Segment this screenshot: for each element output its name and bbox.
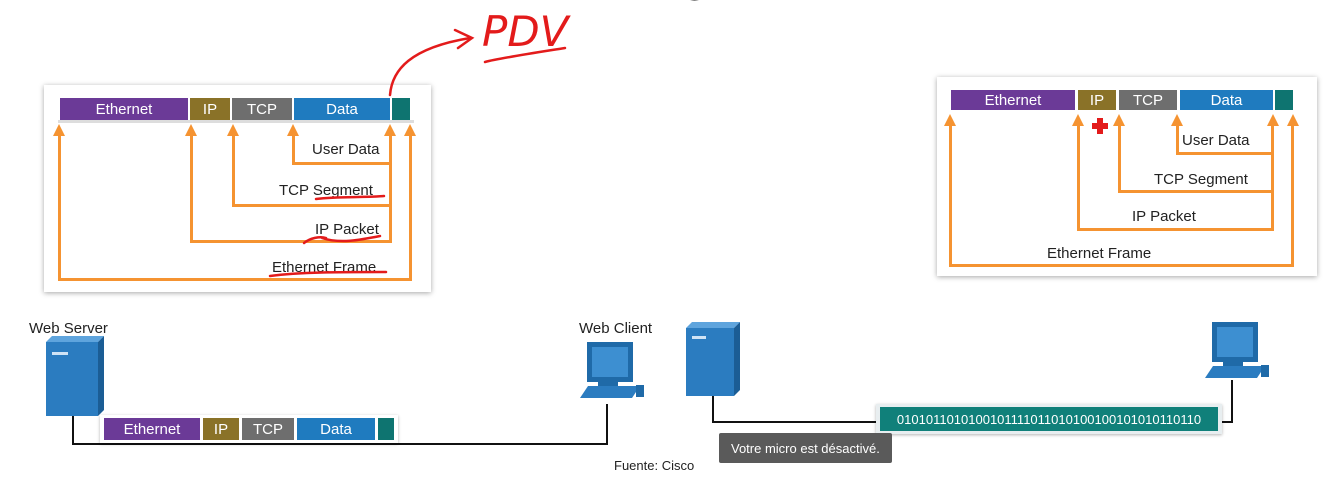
arrowheads-right — [944, 114, 1299, 126]
tcp-bracket-bottom — [1118, 190, 1274, 193]
data-field: Data — [1180, 90, 1273, 110]
frame-bracket-left — [58, 131, 61, 281]
frame-bracket-bottom — [58, 278, 412, 281]
tcp-header: TCP — [242, 418, 294, 440]
frame-bracket-bottom — [949, 264, 1294, 267]
bracket-right-outer — [409, 131, 412, 281]
ethernet-trailer — [1275, 90, 1293, 110]
pdv-handwritten-text: PDV — [482, 7, 572, 56]
tcp-segment-label: TCP Segment — [279, 182, 373, 199]
ip-bracket-bottom — [190, 240, 392, 243]
bracket-right-inner — [1271, 121, 1274, 231]
user-data-bracket-left — [1176, 121, 1179, 155]
ethernet-header: Ethernet — [60, 98, 188, 120]
web-server-label: Web Server — [29, 320, 108, 337]
user-data-bracket-bottom — [292, 162, 392, 165]
mic-muted-tooltip: Votre micro est désactivé. — [719, 433, 892, 463]
ethernet-trailer — [392, 98, 410, 120]
header-shadow — [58, 120, 414, 123]
web-client-icon — [580, 342, 644, 398]
client-icon — [1205, 322, 1269, 378]
right-cable-a — [712, 396, 878, 423]
web-server-icon — [46, 336, 104, 416]
user-data-bracket-bottom — [1176, 152, 1274, 155]
right-cable-b — [1220, 380, 1233, 423]
user-data-bracket-left — [292, 131, 295, 165]
left-encapsulation-panel: Ethernet IP TCP Data User Data TCP Segme… — [44, 85, 431, 292]
bracket-right-inner — [389, 131, 392, 243]
ethernet-header: Ethernet — [104, 418, 200, 440]
ip-packet-label: IP Packet — [315, 221, 379, 238]
ip-bracket-left — [1077, 121, 1080, 231]
arrowheads-left — [53, 124, 416, 136]
ip-header: IP — [1078, 90, 1116, 110]
web-client-label: Web Client — [579, 320, 653, 337]
ip-header: IP — [190, 98, 230, 120]
bracket-right-outer — [1291, 121, 1294, 267]
handwritten-annotation — [268, 28, 567, 278]
bitstream: 0101011010100101111011010100100101010110… — [880, 407, 1218, 431]
red-cross-icon — [1092, 118, 1108, 134]
source-caption: Fuente: Cisco — [614, 458, 695, 473]
tcp-bracket-left — [1118, 121, 1121, 193]
tcp-header: TCP — [1119, 90, 1177, 110]
tcp-bracket-left — [232, 131, 235, 207]
ip-header: IP — [203, 418, 239, 440]
user-data-label: User Data — [1182, 132, 1250, 149]
frame-bracket-left — [949, 121, 952, 267]
ethernet-frame-label: Ethernet Frame — [1047, 245, 1152, 262]
tcp-header: TCP — [232, 98, 292, 120]
data-field: Data — [294, 98, 390, 120]
ethernet-header: Ethernet — [951, 90, 1075, 110]
bitstream-box: 0101011010100101111011010100100101010110… — [876, 404, 1222, 434]
ip-packet-label: IP Packet — [1132, 208, 1196, 225]
ethernet-trailer — [378, 418, 394, 440]
user-data-label: User Data — [312, 141, 380, 158]
tcp-segment-label: TCP Segment — [1154, 171, 1248, 188]
data-field: Data — [297, 418, 375, 440]
tcp-bracket-bottom — [232, 204, 392, 207]
server-icon — [686, 322, 740, 396]
ip-bracket-bottom — [1077, 228, 1274, 231]
right-encapsulation-panel: Ethernet IP TCP Data User Data TCP Segme… — [937, 77, 1317, 276]
ip-bracket-left — [190, 131, 193, 243]
left-cable — [72, 404, 608, 445]
frame-in-transit: Ethernet IP TCP Data — [100, 415, 398, 443]
